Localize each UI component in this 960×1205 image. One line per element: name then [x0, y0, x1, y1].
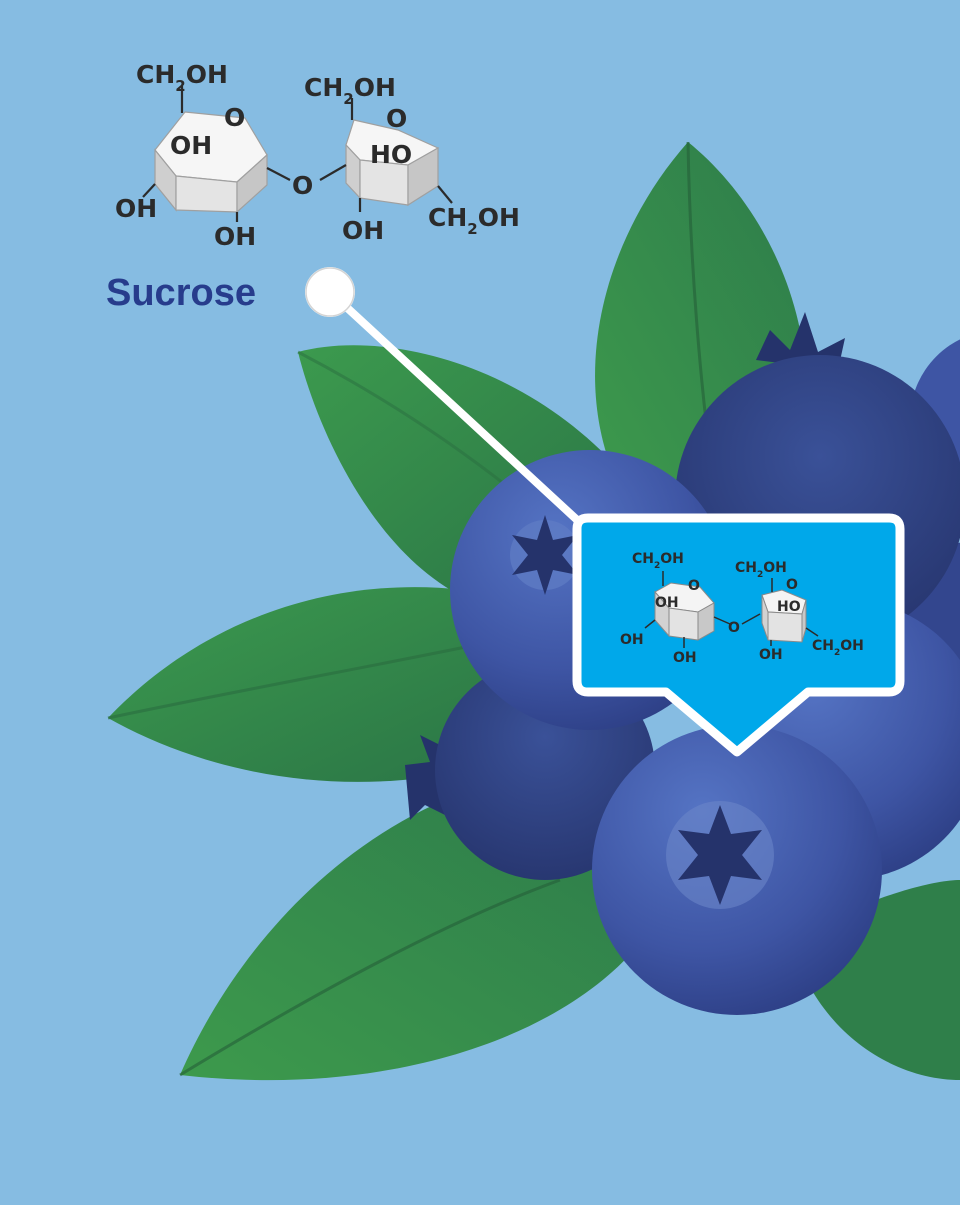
berry-star-icon — [678, 805, 762, 905]
small-glucose-ring-oxygen: O — [688, 578, 700, 594]
sucrose-molecule-small: CH2OH O OH OH OH O CH2OH O HO OH CH2OH — [620, 551, 864, 666]
small-glucose-inner-label: OH — [655, 595, 679, 611]
fructose-inner-label: HO — [370, 140, 412, 169]
sucrose-molecule-icon: CH2OH O OH OH OH O CH2OH O HO OH CH2OH — [115, 60, 520, 251]
small-fructose-ring-oxygen: O — [786, 577, 798, 593]
callout-box: CH2OH O OH OH OH O CH2OH O HO OH CH2OH — [572, 513, 905, 757]
small-fructose-inner-label: HO — [777, 599, 801, 615]
glucose-left-label: OH — [115, 194, 157, 223]
small-bridge-oxygen: O — [728, 620, 740, 636]
fructose-bottom-label: OH — [342, 216, 384, 245]
leaf-icon — [108, 587, 526, 782]
small-fructose-top-group: CH2OH — [735, 560, 787, 580]
small-glucose-left-label: OH — [620, 632, 644, 648]
glucose-inner-label: OH — [170, 131, 212, 160]
small-fructose-bottom-label: OH — [759, 647, 783, 663]
fructose-ring-oxygen: O — [386, 104, 407, 133]
bridge-oxygen: O — [292, 171, 313, 200]
small-glucose-top-group: CH2OH — [632, 551, 684, 571]
callout-pin-icon — [305, 267, 355, 317]
page-title: Sucrose — [106, 272, 256, 314]
small-glucose-bottom-label: OH — [673, 650, 697, 666]
fructose-top-group: CH2OH — [304, 73, 396, 108]
glucose-ring-oxygen: O — [224, 103, 245, 132]
berry-star-icon — [512, 515, 578, 595]
fructose-right-group: CH2OH — [428, 203, 520, 238]
glucose-bottom-label: OH — [214, 222, 256, 251]
small-fructose-right-group: CH2OH — [812, 638, 864, 658]
glucose-top-group: CH2OH — [136, 60, 228, 95]
callout-pointer — [305, 267, 592, 534]
